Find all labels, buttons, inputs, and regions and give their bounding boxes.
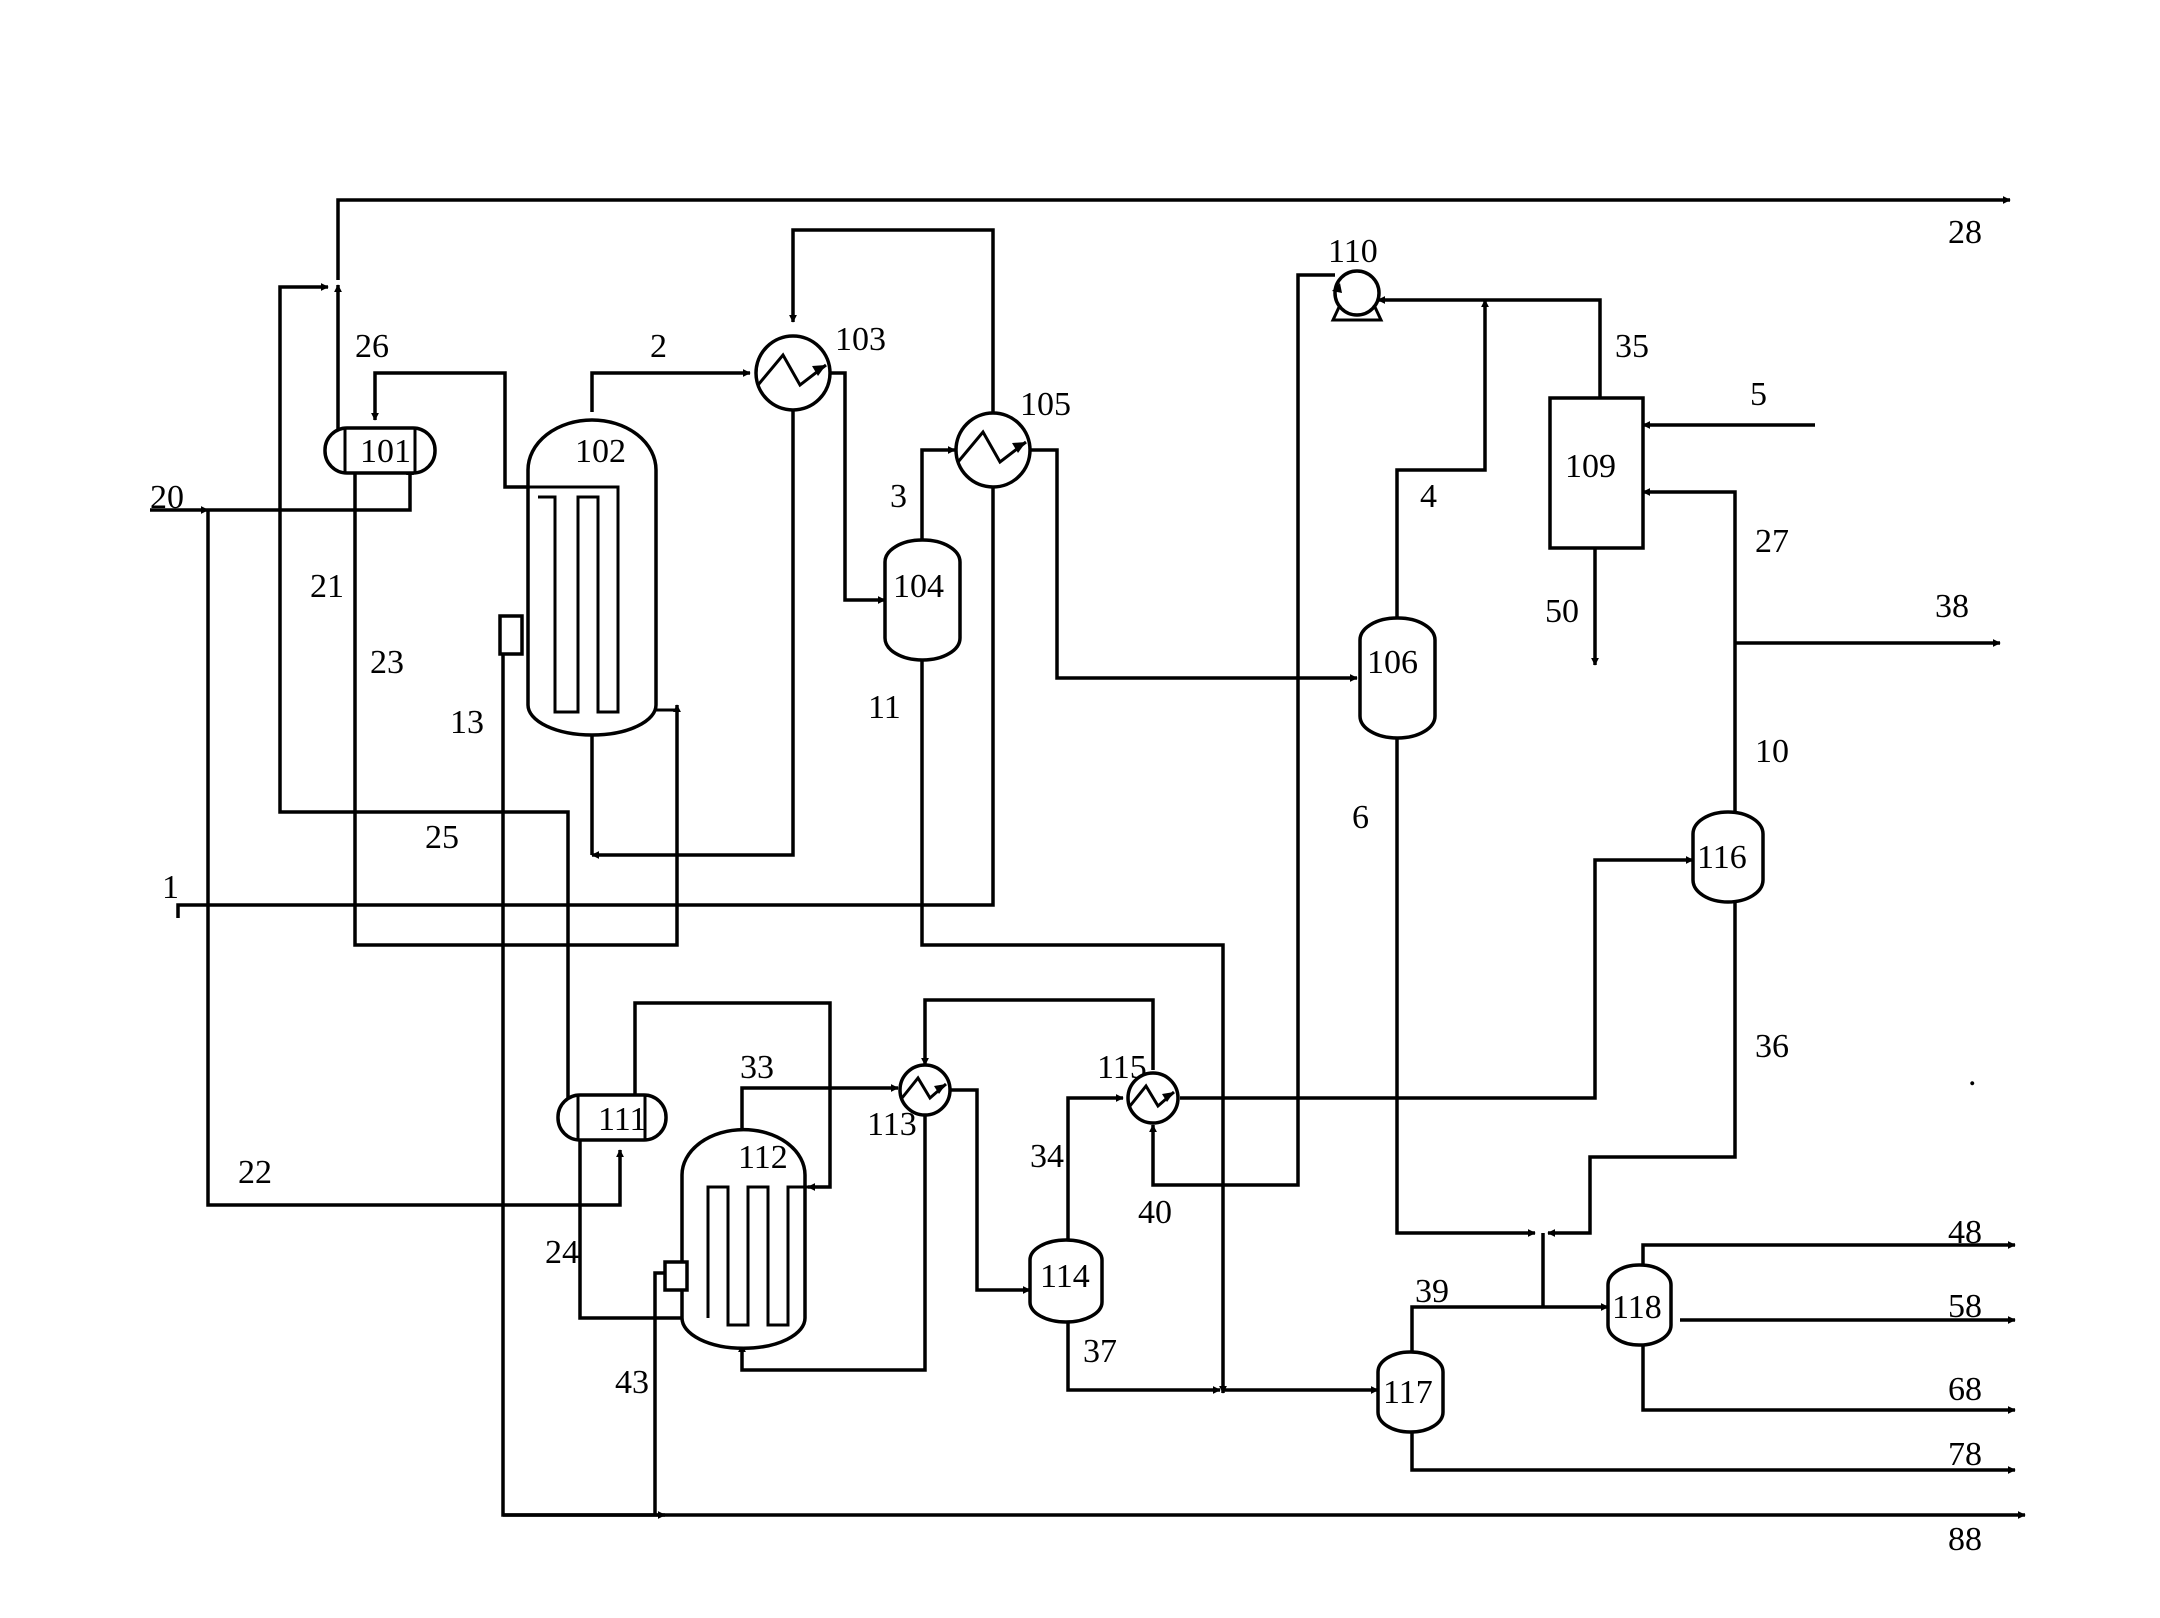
stream-label-40: 40 bbox=[1138, 1194, 1172, 1231]
stream-label-13: 13 bbox=[450, 704, 484, 741]
stream-label-1: 1 bbox=[162, 869, 179, 906]
reactor-112-nozzle bbox=[665, 1262, 687, 1290]
reactor-102-nozzle bbox=[500, 616, 522, 654]
exchanger-103-to-104-line bbox=[830, 373, 885, 600]
stream-36-line bbox=[1548, 900, 1735, 1233]
label-116: 116 bbox=[1697, 839, 1747, 876]
label-117: 117 bbox=[1383, 1374, 1433, 1411]
label-106: 106 bbox=[1367, 644, 1418, 681]
stream-6-line bbox=[1397, 738, 1535, 1233]
stream-label-22: 22 bbox=[238, 1154, 272, 1191]
stream-label-68: 68 bbox=[1948, 1371, 1982, 1408]
stream-43-line bbox=[655, 1273, 665, 1515]
exchanger-115-to-116-line bbox=[1180, 860, 1693, 1098]
label-111: 111 bbox=[598, 1101, 646, 1138]
stream-27-line bbox=[1643, 492, 1735, 816]
label-103: 103 bbox=[835, 321, 886, 358]
stream-label-11: 11 bbox=[868, 689, 901, 726]
stream-label-27: 27 bbox=[1755, 523, 1789, 560]
pump-110-discharge-line bbox=[1153, 275, 1335, 1185]
pump-110 bbox=[1332, 271, 1381, 320]
label-110: 110 bbox=[1328, 233, 1378, 270]
stream-4-line bbox=[1397, 300, 1485, 618]
label-104: 104 bbox=[893, 568, 944, 605]
stream-label-48: 48 bbox=[1948, 1214, 1982, 1251]
stream-label-43: 43 bbox=[615, 1364, 649, 1401]
label-114: 114 bbox=[1040, 1258, 1090, 1295]
label-112: 112 bbox=[738, 1139, 788, 1176]
label-102: 102 bbox=[575, 433, 626, 470]
stream-label-36: 36 bbox=[1755, 1028, 1789, 1065]
label-118: 118 bbox=[1612, 1289, 1662, 1326]
stream-label-37: 37 bbox=[1083, 1333, 1117, 1370]
stream-78-line bbox=[1412, 1430, 2015, 1470]
stream-label-5: 5 bbox=[1750, 376, 1767, 413]
label-105: 105 bbox=[1020, 386, 1071, 423]
stream-label-21: 21 bbox=[310, 568, 344, 605]
stream-label-33: 33 bbox=[740, 1049, 774, 1086]
label-115: 115 bbox=[1097, 1049, 1147, 1086]
stream-2-line bbox=[592, 373, 750, 412]
stream-label-88: 88 bbox=[1948, 1521, 1982, 1558]
heat-exchanger-105 bbox=[956, 413, 1030, 487]
stream-label-3: 3 bbox=[890, 478, 907, 515]
stream-label-24: 24 bbox=[545, 1234, 579, 1271]
label-113: 113 bbox=[867, 1106, 917, 1143]
stream-label-25: 25 bbox=[425, 819, 459, 856]
exchanger-113-to-114-line bbox=[945, 1090, 1030, 1290]
stream-label-26: 26 bbox=[355, 328, 389, 365]
stream-34-line bbox=[1068, 1098, 1123, 1240]
stream-label-50: 50 bbox=[1545, 593, 1579, 630]
stream-28-line bbox=[338, 200, 2010, 280]
stream-39-line bbox=[1412, 1307, 1608, 1355]
stream-label-23: 23 bbox=[370, 644, 404, 681]
stream-label-58: 58 bbox=[1948, 1288, 1982, 1325]
stream-label-34: 34 bbox=[1030, 1138, 1064, 1175]
stream-label-38: 38 bbox=[1935, 588, 1969, 625]
stream-label-78: 78 bbox=[1948, 1436, 1982, 1473]
stream-label-10: 10 bbox=[1755, 733, 1789, 770]
stream-label-6: 6 bbox=[1352, 799, 1369, 836]
stray-mark: . bbox=[1968, 1056, 1977, 1093]
label-101: 101 bbox=[360, 433, 411, 470]
stream-25-line bbox=[280, 287, 568, 1105]
stream-label-28: 28 bbox=[1948, 214, 1982, 251]
stream-label-2: 2 bbox=[650, 328, 667, 365]
heat-exchanger-103 bbox=[756, 336, 830, 410]
exchanger-105-to-106-line bbox=[1030, 450, 1357, 678]
stream-label-39: 39 bbox=[1415, 1273, 1449, 1310]
label-109: 109 bbox=[1565, 448, 1616, 485]
stream-label-4: 4 bbox=[1420, 478, 1437, 515]
stream-3-line bbox=[922, 450, 955, 540]
stream-label-20: 20 bbox=[150, 479, 184, 516]
stream-35-line bbox=[1378, 300, 1600, 398]
stream-label-35: 35 bbox=[1615, 328, 1649, 365]
